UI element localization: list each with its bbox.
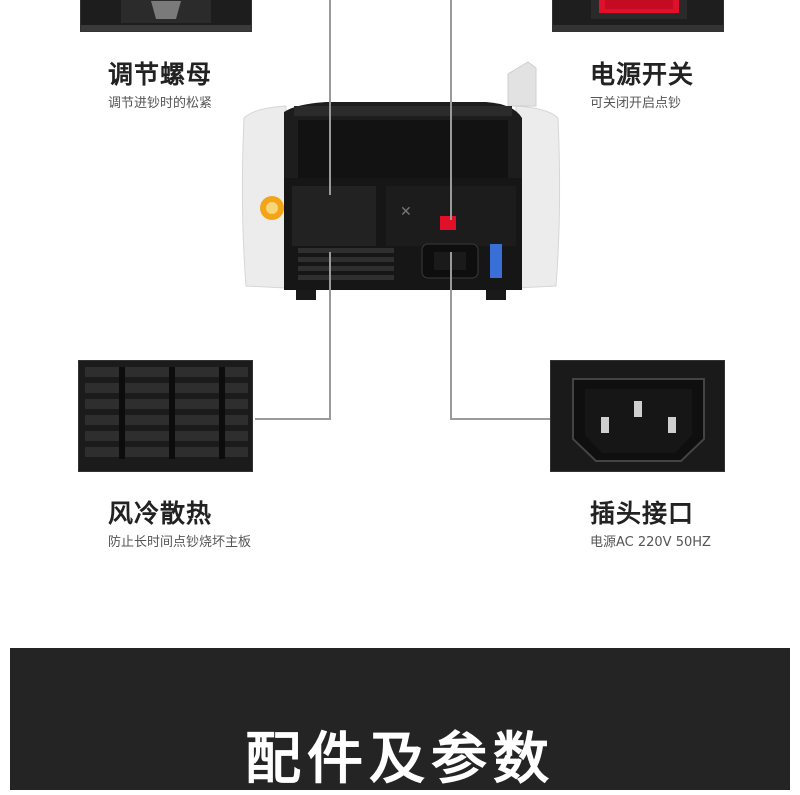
banner-title: 配件及参数 [245, 727, 555, 792]
machine-rear-icon: ✕ [241, 61, 561, 300]
vent-grille-image [78, 360, 253, 472]
power-switch-image [552, 0, 724, 32]
feature-desc-socket: 电源AC 220V 50HZ [590, 535, 711, 550]
svg-text:✕: ✕ [400, 204, 412, 220]
connector-line-socket-h [450, 418, 550, 420]
feature-title-socket: 插头接口 [590, 499, 695, 528]
connector-line-vent-h [255, 418, 331, 420]
vent-grille-icon [79, 361, 252, 471]
feature-title-switch: 电源开关 [590, 60, 695, 89]
connector-line-nut [329, 0, 331, 195]
nut-closeup-image [80, 0, 252, 32]
nut-closeup-icon [81, 0, 251, 31]
feature-desc-vent: 防止长时间点钞烧坏主板 [108, 535, 252, 550]
power-socket-image [550, 360, 725, 472]
section-banner: 配件及参数 [10, 648, 790, 792]
power-socket-icon [551, 361, 724, 471]
connector-line-vent [329, 252, 331, 420]
feature-title-vent: 风冷散热 [108, 499, 213, 528]
feature-desc-nut: 调节进钞时的松紧 [108, 96, 213, 111]
feature-title-nut: 调节螺母 [108, 60, 213, 89]
power-switch-icon [553, 0, 723, 31]
connector-line-socket [450, 252, 452, 420]
connector-line-switch [450, 0, 452, 220]
feature-desc-switch: 可关闭开启点钞 [590, 96, 682, 111]
